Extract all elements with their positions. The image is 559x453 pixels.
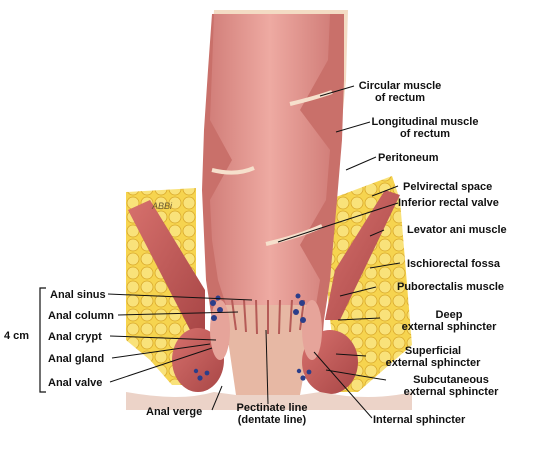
label-longitudinal-muscle: Longitudinal muscle of rectum [360, 116, 490, 140]
artist-signature: ABBi [152, 201, 173, 211]
label-subcutaneous-sphincter: Subcutaneous external sphincter [386, 374, 516, 398]
label-circular-muscle-line1: Circular muscle [358, 80, 442, 92]
label-anal-sinus: Anal sinus [50, 289, 106, 301]
label-subcutaneous-sphincter-line2: external sphincter [403, 386, 499, 398]
label-levator-ani: Levator ani muscle [407, 224, 507, 236]
leader-lines [107, 85, 401, 419]
label-deep-sphincter: Deep external sphincter [384, 309, 514, 333]
label-anal-valve: Anal valve [48, 377, 103, 389]
label-inferior-rectal-valve: Inferior rectal valve [398, 197, 499, 209]
label-internal-sphincter: Internal sphincter [373, 414, 466, 426]
label-pectinate-line-line2: (dentate line) [237, 414, 307, 426]
label-superficial-sphincter-line1: Superficial [404, 345, 462, 357]
label-deep-sphincter-line1: Deep [435, 309, 463, 321]
length-bracket [39, 287, 46, 393]
label-pelvirectal-space: Pelvirectal space [403, 181, 493, 193]
label-peritoneum: Peritoneum [378, 152, 439, 164]
label-anal-verge: Anal verge [146, 406, 203, 418]
label-anal-crypt: Anal crypt [48, 331, 102, 343]
label-longitudinal-muscle-line1: Longitudinal muscle [371, 116, 479, 128]
label-bracket-length: 4 cm [4, 330, 30, 342]
label-ischiorectal-fossa: Ischiorectal fossa [407, 258, 500, 270]
label-superficial-sphincter: Superficial external sphincter [368, 345, 498, 369]
anal-glands [193, 293, 312, 381]
label-puborectalis: Puborectalis muscle [397, 281, 504, 293]
internal-sphincter [210, 300, 322, 360]
label-anal-column: Anal column [48, 310, 115, 322]
label-anal-gland: Anal gland [48, 353, 105, 365]
label-pectinate-line-line1: Pectinate line [236, 402, 308, 414]
rectal-lumen [210, 14, 330, 305]
label-deep-sphincter-line2: external sphincter [401, 321, 497, 333]
perianal-skin [126, 392, 412, 410]
label-subcutaneous-sphincter-line1: Subcutaneous [413, 374, 489, 386]
label-superficial-sphincter-line2: external sphincter [385, 357, 481, 369]
label-longitudinal-muscle-line2: of rectum [399, 128, 451, 140]
label-circular-muscle: Circular muscle of rectum [345, 80, 455, 104]
label-pectinate-line: Pectinate line (dentate line) [222, 402, 322, 426]
label-circular-muscle-line2: of rectum [374, 92, 426, 104]
